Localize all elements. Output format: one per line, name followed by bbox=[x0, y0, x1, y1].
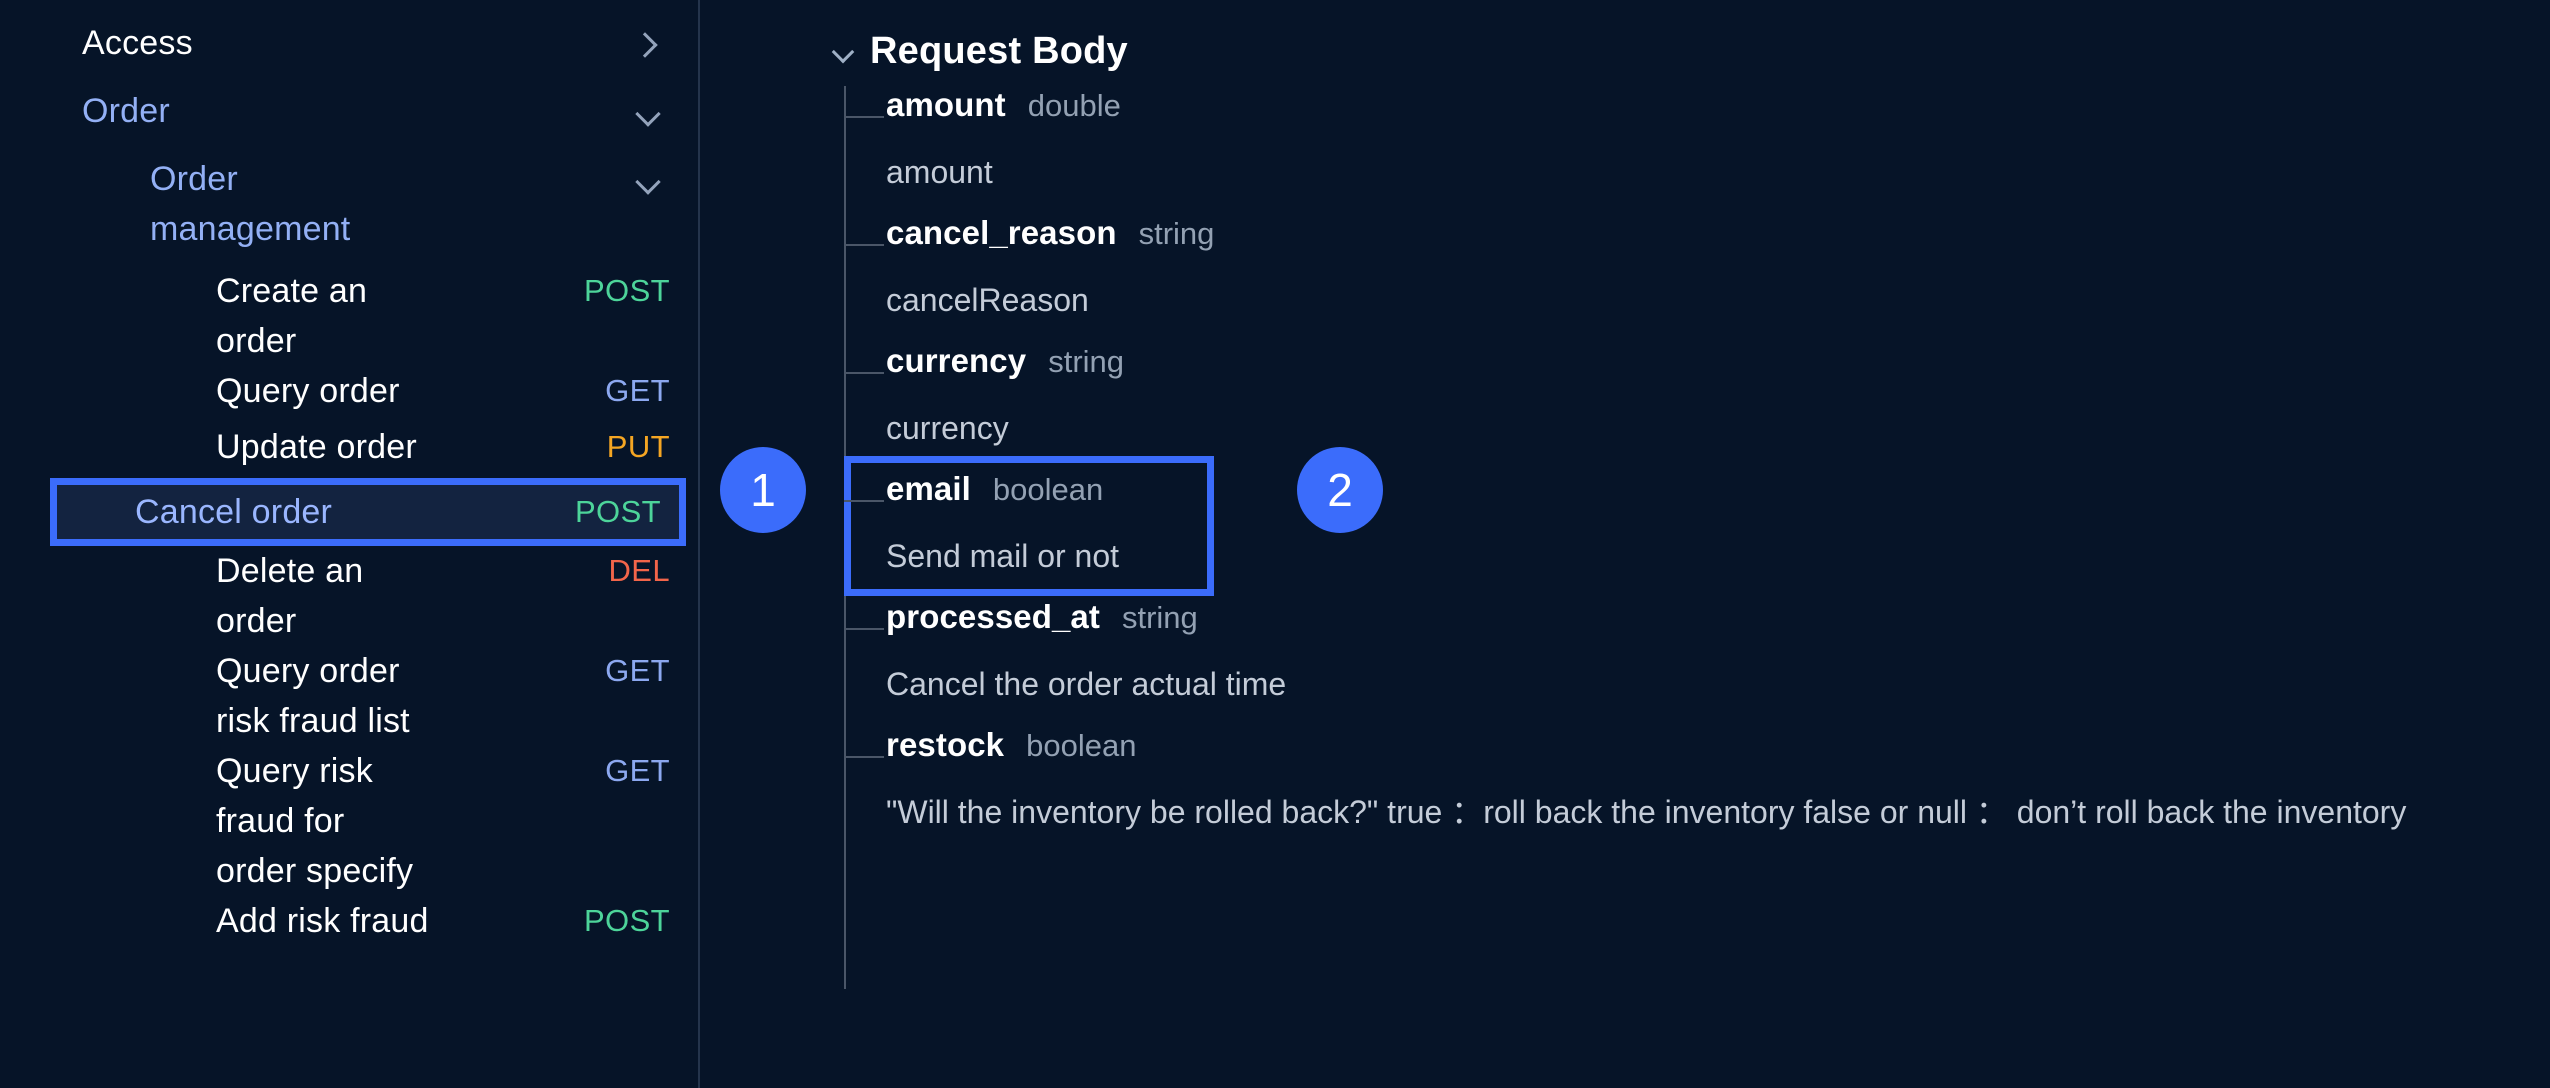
sidebar-item-label: Update order bbox=[216, 428, 417, 466]
sidebar-divider bbox=[698, 0, 700, 1088]
property-type: string bbox=[1048, 344, 1125, 379]
property-cancel-reason: cancel_reason string cancelReason bbox=[844, 214, 2550, 328]
property-description: Send mail or not bbox=[886, 538, 1120, 574]
method-badge-post: POST bbox=[574, 494, 661, 529]
chevron-down-icon[interactable] bbox=[830, 38, 856, 64]
method-badge-get: GET bbox=[605, 653, 670, 688]
chevron-down-icon[interactable] bbox=[630, 164, 664, 198]
property-header: amount double bbox=[844, 86, 2550, 144]
property-restock: restock boolean "Will the inventory be r… bbox=[844, 726, 2550, 840]
property-type: boolean bbox=[1026, 728, 1137, 763]
property-type: string bbox=[1138, 216, 1215, 251]
property-tree: amount double amount cancel_reason strin… bbox=[700, 86, 2550, 989]
sidebar-item-order-management[interactable]: Order management bbox=[0, 154, 700, 254]
property-name: email bbox=[886, 470, 971, 507]
sidebar-item-add-risk-fraud[interactable]: Add risk fraud POST bbox=[0, 896, 700, 952]
sidebar-item-label: Query risk fraud for order specify bbox=[216, 752, 414, 890]
method-badge-del: DEL bbox=[608, 553, 670, 588]
property-description: Cancel the order actual time bbox=[886, 666, 1287, 702]
property-name: cancel_reason bbox=[886, 214, 1117, 251]
chevron-right-icon[interactable] bbox=[630, 28, 664, 62]
property-description: currency bbox=[886, 410, 1009, 446]
property-name: restock bbox=[886, 726, 1005, 763]
sidebar-item-label: Query order bbox=[216, 372, 400, 410]
method-badge-put: PUT bbox=[606, 429, 670, 464]
request-body-header[interactable]: Request Body bbox=[700, 22, 2550, 80]
property-type: string bbox=[1121, 600, 1198, 635]
sidebar-item-query-order-risk-fraud-list[interactable]: Query order risk fraud list GET bbox=[0, 646, 700, 746]
property-currency: currency string currency bbox=[844, 342, 2550, 456]
sidebar-item-update-order[interactable]: Update order PUT bbox=[0, 422, 700, 478]
page-title: Request Body bbox=[870, 29, 1128, 72]
method-badge-get: GET bbox=[605, 373, 670, 408]
method-badge-post: POST bbox=[583, 903, 670, 938]
property-description: amount bbox=[886, 154, 993, 190]
annotation-badge-2: 2 bbox=[1297, 447, 1383, 533]
property-header: cancel_reason string bbox=[844, 214, 2550, 272]
sidebar-item-query-risk-fraud-for-order-specify[interactable]: Query risk fraud for order specify GET bbox=[0, 746, 700, 896]
property-name: processed_at bbox=[886, 598, 1100, 635]
sidebar-item-query-order[interactable]: Query order GET bbox=[0, 366, 700, 422]
method-badge-post: POST bbox=[583, 273, 670, 308]
property-amount: amount double amount bbox=[844, 86, 2550, 200]
property-header: restock boolean bbox=[844, 726, 2550, 784]
sidebar-item-delete-an-order[interactable]: Delete an order DEL bbox=[0, 546, 700, 646]
chevron-down-icon[interactable] bbox=[630, 96, 664, 130]
property-header: currency string bbox=[844, 342, 2550, 400]
method-badge-get: GET bbox=[605, 753, 670, 788]
property-description: cancelReason bbox=[886, 282, 1089, 318]
sidebar-item-label: Access bbox=[82, 24, 193, 62]
property-description: "Will the inventory be rolled back?" tru… bbox=[886, 794, 2407, 830]
sidebar-item-label: Add risk fraud bbox=[216, 902, 429, 940]
sidebar-item-label: Delete an order bbox=[216, 552, 364, 640]
request-body-panel: Request Body amount double amount cancel… bbox=[700, 0, 2550, 1088]
sidebar-item-order[interactable]: Order bbox=[0, 86, 700, 142]
sidebar-item-label: Cancel order bbox=[135, 493, 333, 531]
sidebar-item-label: Order bbox=[82, 92, 170, 130]
sidebar-item-label: Order management bbox=[150, 160, 351, 248]
property-type: double bbox=[1027, 88, 1121, 123]
property-type: boolean bbox=[992, 472, 1104, 507]
sidebar-item-access[interactable]: Access bbox=[0, 18, 700, 74]
sidebar-navigation: Access Order Order management Create an … bbox=[0, 0, 700, 1088]
annotation-badge-1: 1 bbox=[720, 447, 806, 533]
sidebar-item-create-an-order[interactable]: Create an order POST bbox=[0, 266, 700, 366]
sidebar-item-label: Create an order bbox=[216, 272, 368, 360]
sidebar-item-label: Query order risk fraud list bbox=[216, 652, 410, 740]
sidebar-item-cancel-order[interactable]: Cancel order POST bbox=[50, 478, 686, 546]
property-name: currency bbox=[886, 342, 1027, 379]
property-processed-at: processed_at string Cancel the order act… bbox=[844, 598, 2550, 712]
property-name: amount bbox=[886, 86, 1006, 123]
property-email: email boolean Send mail or not bbox=[844, 456, 2550, 596]
property-header: processed_at string bbox=[844, 598, 2550, 656]
property-header: email boolean bbox=[844, 470, 2550, 528]
